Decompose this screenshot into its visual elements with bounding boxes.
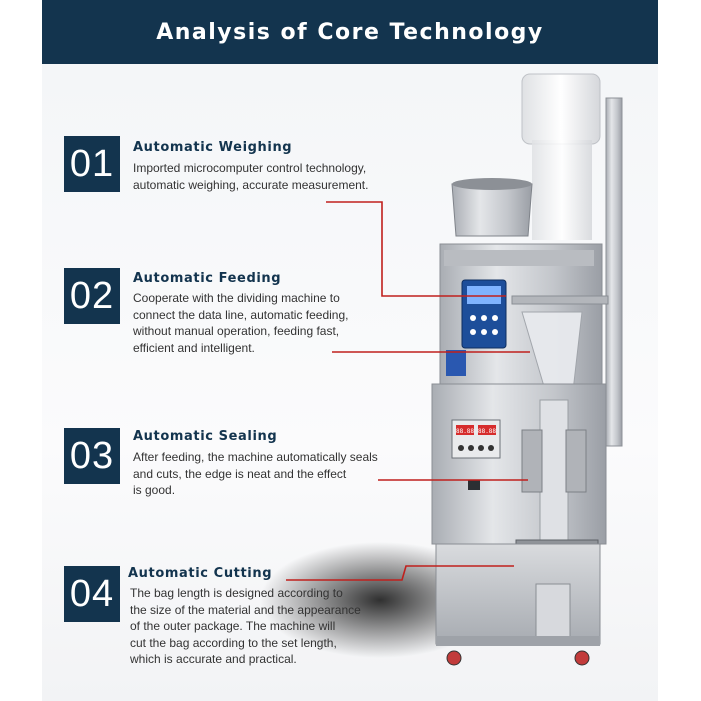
- callout-line-01: [326, 201, 506, 297]
- caster-wheel-right: [574, 650, 590, 666]
- feature-desc-line: Cooperate with the dividing machine to: [133, 291, 340, 305]
- feature-number-04: 04: [64, 566, 120, 622]
- feature-desc-line: and cuts, the edge is neat and the effec…: [133, 466, 347, 481]
- feature-desc-line: of the outer package. The machine will: [130, 619, 336, 633]
- bag-chute: [539, 399, 569, 551]
- discharge-chute: [535, 583, 571, 645]
- feature-number-03: 03: [64, 428, 120, 484]
- feature-desc-line: Imported microcomputer control technolog…: [133, 161, 367, 175]
- feature-desc-cutting: The bag length is designed according to …: [130, 585, 361, 668]
- sealing-jaw-right: [565, 429, 587, 493]
- feature-desc-line: efficient and intelligent.: [133, 340, 255, 355]
- feature-desc-line: The bag length is designed according to: [130, 586, 343, 600]
- callout-line-04: [286, 565, 514, 581]
- feature-desc-sealing: After feeding, the machine automatically…: [133, 449, 378, 499]
- header-banner: Analysis of Core Technology: [42, 0, 658, 64]
- right-temp-display: 88.88: [478, 428, 496, 435]
- feature-number-02: 02: [64, 268, 120, 324]
- film-strip: [532, 140, 592, 240]
- feature-desc-line: the size of the material and the appeara…: [130, 602, 361, 617]
- feature-title-cutting: Automatic Cutting: [128, 566, 273, 581]
- feature-number-01: 01: [64, 136, 120, 192]
- feature-title-feeding: Automatic Feeding: [133, 271, 282, 286]
- feature-desc-line: without manual operation, feeding fast,: [133, 324, 340, 338]
- feature-desc-feeding: Cooperate with the dividing machine to c…: [133, 290, 348, 356]
- feature-desc-line: cut the bag according to the set length,: [130, 635, 337, 650]
- feature-desc-line: connect the data line, automatic feeding…: [133, 307, 349, 322]
- feature-desc-line: After feeding, the machine automatically…: [133, 450, 378, 464]
- feature-desc-weighing: Imported microcomputer control technolog…: [133, 160, 368, 193]
- caster-wheel-left: [446, 650, 462, 666]
- sealing-jaw-left: [521, 429, 543, 493]
- feature-desc-line: is good.: [133, 483, 176, 497]
- feature-title-sealing: Automatic Sealing: [133, 429, 278, 444]
- film-roll: [521, 73, 601, 145]
- left-temp-display: 88.88: [456, 428, 474, 435]
- machine-base: [435, 543, 601, 645]
- page-title: Analysis of Core Technology: [156, 19, 544, 45]
- feature-desc-line: which is accurate and practical.: [130, 652, 297, 666]
- feature-title-weighing: Automatic Weighing: [133, 140, 293, 155]
- weighing-hopper: [451, 183, 533, 237]
- feature-desc-line: automatic weighing, accurate measurement…: [133, 177, 369, 192]
- support-pole: [605, 97, 623, 447]
- sticker-label: [446, 350, 466, 376]
- handle-knob: [468, 480, 480, 490]
